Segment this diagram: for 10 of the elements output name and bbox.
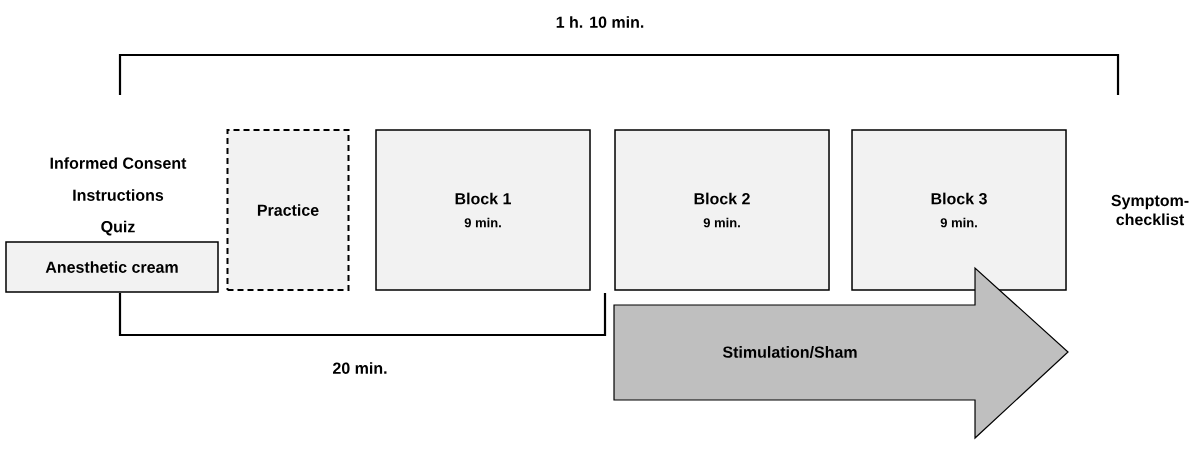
label-text: 1 h. 10 min.	[556, 16, 644, 28]
process-box: Block 1 9 min.	[375, 129, 591, 291]
label-text: 20 min.	[333, 362, 387, 374]
process-box: Anesthetic cream	[5, 241, 219, 293]
label-text: Informed Consent	[50, 157, 187, 169]
label-text: Symptom-checklist	[1111, 194, 1189, 226]
process-box: Block 3 9 min.	[851, 129, 1067, 291]
dashed-box: Practice	[226, 129, 350, 291]
label-text: Instructions	[73, 189, 164, 201]
process-box: Block 2 9 min.	[614, 129, 830, 291]
